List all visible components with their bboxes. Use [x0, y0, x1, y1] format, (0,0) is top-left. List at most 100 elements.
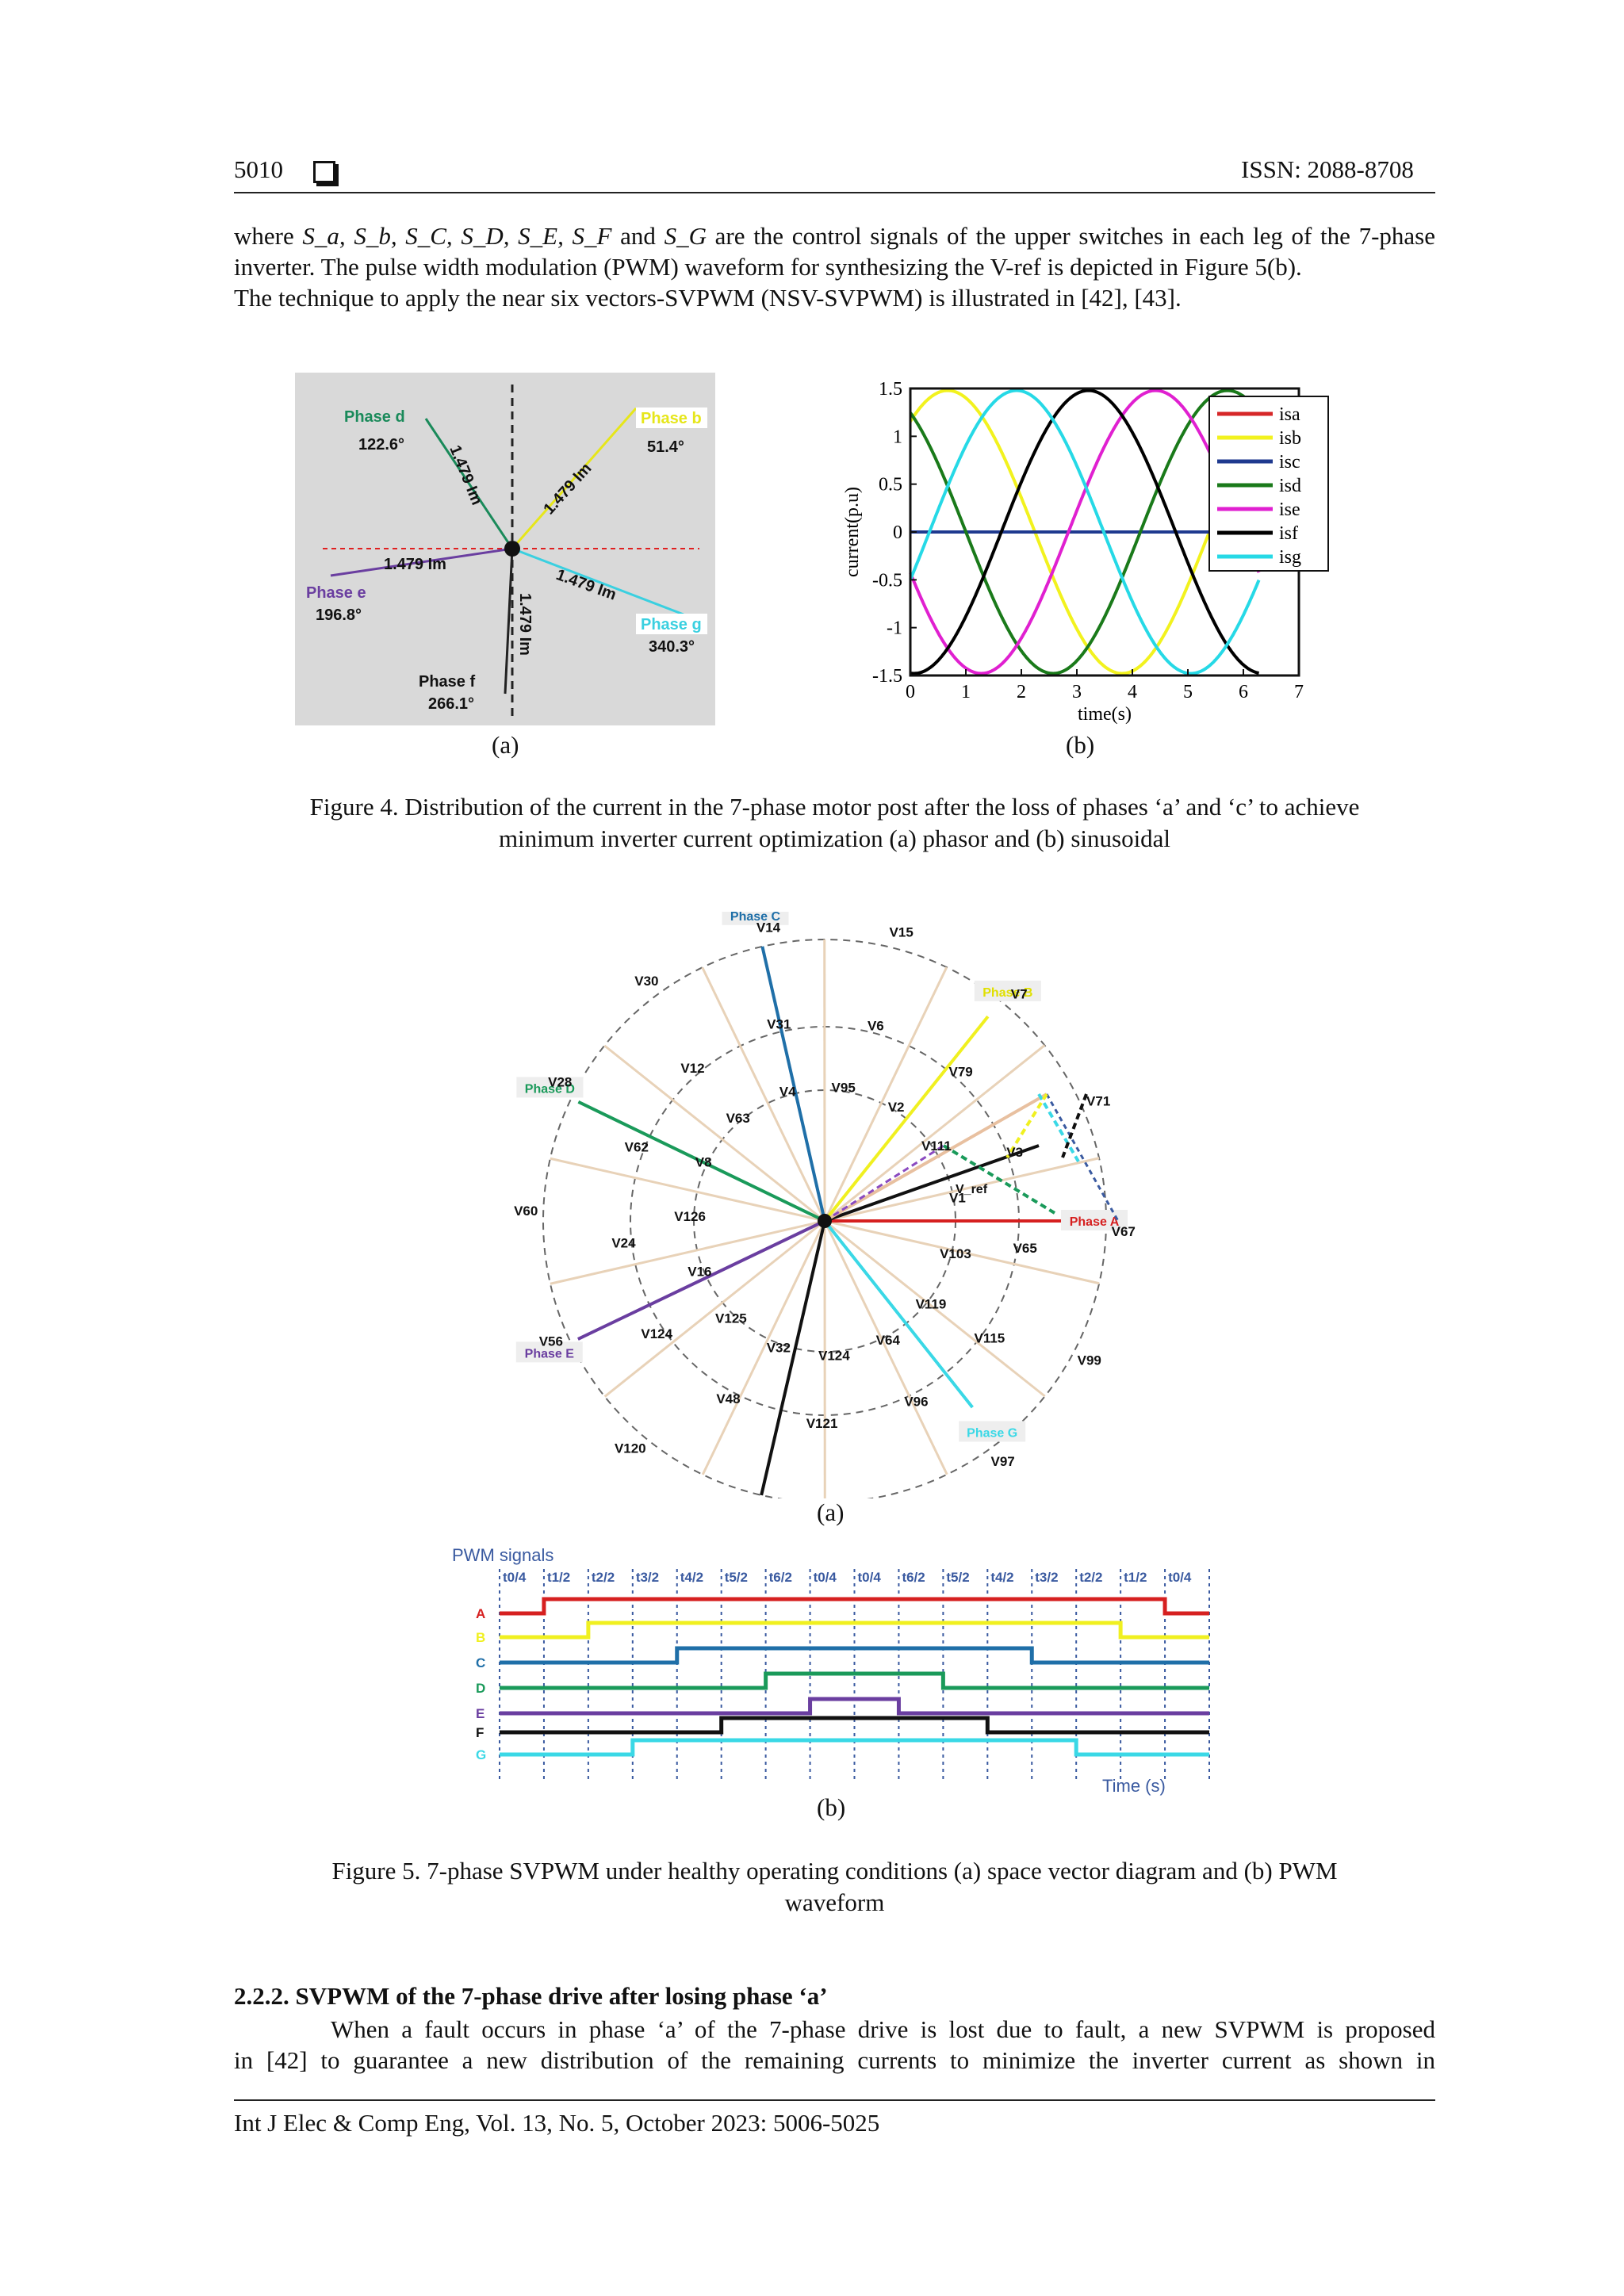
vector-spoke — [603, 1219, 825, 1398]
cyan-dashed — [1037, 1093, 1080, 1163]
vector-label: V24 — [611, 1235, 636, 1250]
pwm-row-label: F — [476, 1725, 484, 1740]
vector-label: V15 — [890, 925, 914, 940]
vector-label: V30 — [634, 974, 658, 989]
x-tick-label: 4 — [1128, 682, 1137, 702]
phase-d-line — [424, 418, 514, 549]
y-tick-label: -0.5 — [872, 570, 902, 591]
vector-label: V95 — [832, 1081, 856, 1096]
vector-label: V6 — [868, 1018, 884, 1033]
y-tick-label: -1 — [887, 618, 902, 639]
timeline-label: t5/2 — [725, 1570, 748, 1585]
vector-spoke — [701, 1220, 826, 1475]
time-axis-label: Time (s) — [1102, 1776, 1166, 1796]
vector-label: V96 — [904, 1394, 928, 1409]
vector-label: V31 — [767, 1017, 791, 1032]
phase-e-angle: 196.8° — [316, 607, 362, 624]
pwm-signal-D — [500, 1671, 1209, 1690]
fig5-sub-b: (b) — [817, 1793, 846, 1821]
issn: ISSN: 2088-8708 — [1241, 155, 1414, 183]
phase-axis-4 — [577, 1219, 825, 1341]
timeline-label: t4/2 — [990, 1570, 1013, 1585]
phase-b-label-bg — [636, 408, 707, 428]
legend-label-isb: isb — [1279, 428, 1301, 449]
x-axis-label: time(s) — [1078, 704, 1132, 725]
phase-label-bg — [722, 912, 789, 925]
vector-label: V2 — [888, 1100, 905, 1115]
page-number: 5010 — [234, 155, 335, 184]
x-tick-label: 0 — [906, 682, 915, 702]
phase-label-bg — [974, 980, 1041, 1001]
phase-label-bg — [516, 1077, 584, 1098]
vector-spoke — [603, 1044, 825, 1223]
phase-label: Phase D — [525, 1082, 575, 1096]
phase-e-line — [330, 547, 513, 577]
vector-label: V8 — [695, 1154, 712, 1169]
timeline-label: t0/4 — [503, 1570, 527, 1585]
vector-label: V48 — [716, 1391, 740, 1406]
phase-e-label: Phase e — [306, 584, 366, 602]
footer-journal: Int J Elec & Comp Eng, Vol. 13, No. 5, O… — [234, 2109, 880, 2137]
timeline-label: t0/4 — [1168, 1570, 1192, 1585]
timeline-label: t1/2 — [1124, 1570, 1147, 1585]
vector-spoke — [824, 1219, 1046, 1398]
timeline-label: t0/4 — [858, 1570, 882, 1585]
pwm-signal-B — [500, 1621, 1209, 1640]
phase-f-line — [504, 548, 514, 695]
series-line-isf — [910, 388, 1259, 675]
vector-label: V60 — [514, 1203, 538, 1219]
pwm-signal-C — [500, 1646, 1209, 1665]
intro-paragraph: where S_a, S_b, S_C, S_D, S_E, S_F and S… — [234, 220, 1435, 313]
vector-label: V99 — [1078, 1353, 1101, 1368]
section-paragraph: When a fault occurs in phase ‘a’ of the … — [234, 2015, 1435, 2074]
phase-label: Phase B — [982, 986, 1032, 1000]
phase-label-bg — [959, 1421, 1026, 1442]
phase-axis-2 — [760, 946, 826, 1222]
y-axis-label: current(p.u) — [842, 487, 863, 577]
fig5-sub-a: (a) — [817, 1498, 845, 1526]
legend-label-isc: isc — [1279, 452, 1300, 473]
x-tick-label: 5 — [1183, 682, 1193, 702]
legend-label-isd: isd — [1279, 476, 1301, 496]
series-line-isd — [909, 388, 1261, 675]
timeline-label: t5/2 — [946, 1570, 969, 1585]
legend-label-isf: isf — [1279, 523, 1298, 544]
vector-label: V62 — [625, 1139, 649, 1154]
phase-g-label-bg — [636, 614, 707, 634]
vector-label: V125 — [715, 1311, 747, 1326]
vector-label: V12 — [680, 1061, 704, 1076]
black-dashed — [1061, 1093, 1088, 1158]
intro-line-2: inverter. The pulse width modulation (PW… — [234, 253, 1302, 281]
phase-label-bg — [515, 1341, 583, 1363]
fig4-sub-b: (b) — [1066, 731, 1095, 759]
legend-label-ise: ise — [1279, 499, 1300, 520]
vector-label: V111 — [921, 1138, 952, 1154]
pwm-row-label: B — [476, 1630, 485, 1645]
v111-dashed — [824, 1144, 944, 1223]
phase-axis-3 — [577, 1100, 825, 1223]
pwm-row-label: D — [476, 1681, 485, 1696]
phasor-origin — [504, 541, 520, 557]
vector-label: V16 — [688, 1265, 711, 1280]
x-tick-label: 7 — [1294, 682, 1304, 702]
phase-axis-5 — [760, 1220, 826, 1496]
vector-spoke — [824, 1157, 1100, 1223]
pwm-signal-G — [500, 1738, 1209, 1757]
figure5-caption: Figure 5. 7-phase SVPWM under healthy op… — [331, 1857, 1338, 1916]
vref-arrow — [824, 1144, 1040, 1223]
timeline-label: t0/4 — [814, 1570, 837, 1585]
vector-label: V32 — [767, 1341, 791, 1356]
y-tick-label: 0.5 — [879, 475, 902, 496]
v3-line — [824, 1093, 1048, 1223]
figure4a-phasor: Phase d 122.6° Phase b 51.4° Phase e 196… — [295, 373, 715, 725]
phase-axis-1 — [823, 1015, 990, 1223]
pwm-row-label: E — [476, 1706, 485, 1721]
phase-f-label: Phase f — [419, 673, 475, 691]
vector-label: V28 — [548, 1075, 572, 1090]
mag-label-e: 1.479 Im — [384, 556, 446, 573]
pwm-title: PWM signals — [452, 1545, 553, 1565]
vector-spoke — [823, 966, 948, 1222]
series-line-ise — [909, 388, 1261, 675]
